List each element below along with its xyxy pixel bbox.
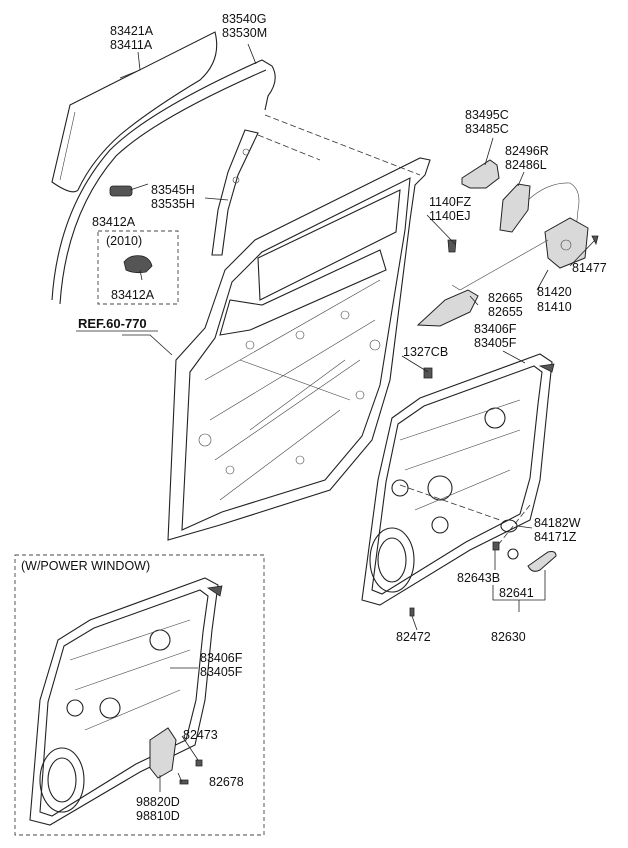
glass-run-channel [51, 59, 276, 305]
outside-handle-icon [416, 289, 479, 327]
label-rod-2: 82486L [505, 158, 547, 172]
window-motor-icon [149, 727, 177, 779]
label-holder: 83412A [92, 215, 136, 229]
alignment-line [257, 134, 321, 161]
label-glass-run-1: 83540G [222, 12, 266, 26]
screw-icon [409, 607, 415, 617]
alignment-line [264, 114, 421, 176]
label-clip: 1327CB [403, 345, 448, 359]
label-latch-1: 81420 [537, 285, 572, 299]
label-plug: 82643B [457, 571, 500, 585]
motor-screw-icon [179, 779, 189, 785]
part-labels: 83421A 83411A 83540G 83530M 83545H 83535… [21, 12, 607, 823]
alignment-line [497, 504, 531, 546]
label-pw-module-1: 83406F [200, 651, 243, 665]
bolt-icon [447, 239, 457, 253]
label-latch-cover-1: 83495C [465, 108, 509, 122]
label-screw: 82472 [396, 630, 431, 644]
power-window-box [14, 554, 265, 836]
label-holder-2010: 83412A [111, 288, 155, 302]
leader-lines [119, 43, 596, 792]
label-motor-1: 98820D [136, 795, 180, 809]
motor-bolt-icon [195, 759, 203, 767]
module-panel-manual [361, 353, 555, 606]
label-channel-1: 83545H [151, 183, 195, 197]
label-motor-bolt: 82473 [183, 728, 218, 742]
label-motor-2: 98810D [136, 809, 180, 823]
label-glass-1: 83421A [110, 24, 154, 38]
label-motor-screw: 82678 [209, 775, 244, 789]
label-power-window-title: (W/POWER WINDOW) [21, 559, 150, 573]
label-handle-2: 82655 [488, 305, 523, 319]
latch-cover-icon [461, 159, 500, 189]
label-handle-1: 82665 [488, 291, 523, 305]
holder-2010-box [97, 230, 179, 305]
glass-holder-2010-icon [123, 255, 153, 274]
glass-holder-icon [109, 185, 133, 197]
label-bolt-2: 1140EJ [429, 209, 470, 223]
label-glass-2: 83411A [110, 38, 153, 52]
division-channel [211, 129, 259, 256]
label-seal-2: 84171Z [534, 530, 577, 544]
label-seal-1: 84182W [534, 516, 581, 530]
label-crank-parts: 82641 [499, 586, 534, 600]
door-frame [167, 157, 431, 541]
label-latch-cover-2: 83485C [465, 122, 509, 136]
label-module-2: 83405F [474, 336, 517, 350]
label-bolt-1: 1140FZ [429, 195, 472, 209]
label-glass-run-2: 83530M [222, 26, 267, 40]
label-holder-year: (2010) [106, 234, 142, 248]
label-module-1: 83406F [474, 322, 517, 336]
plug-icon [492, 541, 500, 551]
label-latch-2: 81410 [537, 300, 572, 314]
module-panel-power [29, 577, 223, 826]
label-ref: REF.60-770 [78, 316, 147, 331]
label-latch-screw: 81477 [572, 261, 607, 275]
label-channel-2: 83535H [151, 197, 195, 211]
label-pw-module-2: 83405F [200, 665, 243, 679]
door-glass [51, 31, 218, 197]
label-crank: 82630 [491, 630, 526, 644]
window-crank-icon [527, 551, 557, 572]
clip-icon [423, 367, 433, 379]
label-rod-1: 82496R [505, 144, 549, 158]
washer-icon [507, 548, 519, 560]
alignment-line [399, 484, 501, 521]
